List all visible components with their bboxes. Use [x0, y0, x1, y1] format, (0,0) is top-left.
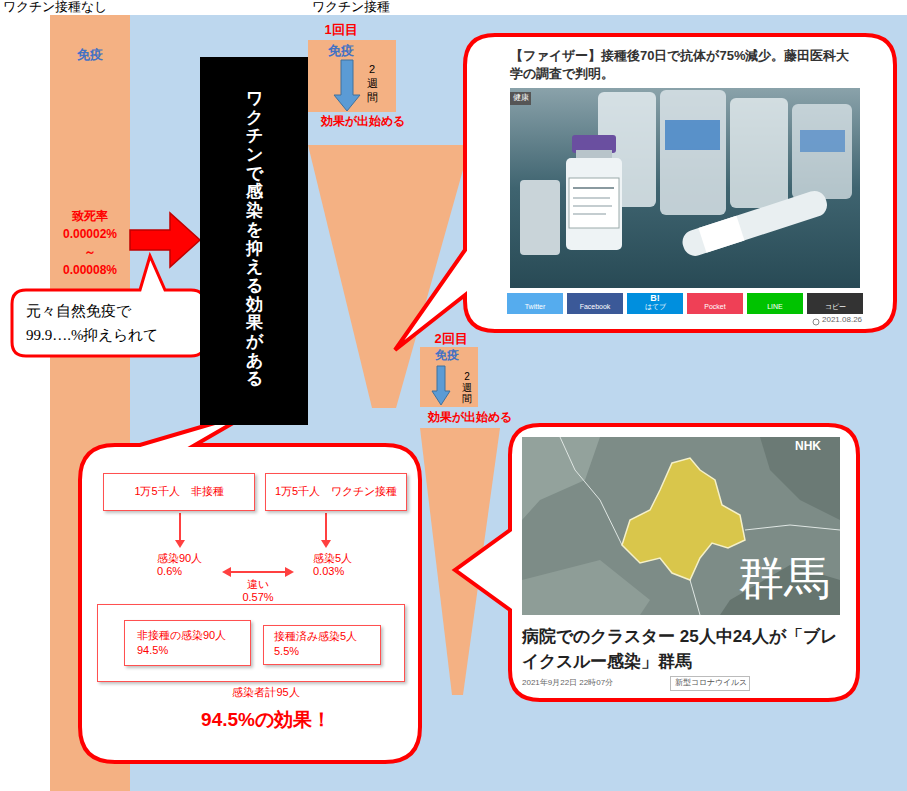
share-button: コピー	[807, 293, 863, 314]
down-arrow	[334, 60, 360, 111]
news-headline: 病院でのクラスター 25人中24人が「ブレイクスルー感染」群馬	[522, 624, 844, 674]
button-label: LINE	[767, 303, 783, 311]
period-text: 2 週 間	[366, 62, 378, 104]
column-heading: ワクチン接種	[312, 0, 390, 15]
vertical-text: ワクチンで感染を抑える効果がある	[246, 90, 263, 389]
dose-heading: 2回目	[434, 331, 467, 347]
callout-outline	[395, 35, 895, 350]
leader-arrows	[175, 513, 331, 577]
map-label: 群馬	[738, 553, 830, 604]
share-button: Pocket	[687, 293, 743, 314]
share-button: Twitter	[507, 293, 563, 314]
group-box: 1万5千人 ワクチン接種	[265, 473, 407, 511]
stat-text: 感染5人 0.03%	[313, 552, 354, 578]
news-date: 2021.08.26	[822, 315, 862, 325]
callout-bubble: 元々自然免疫で 99.9….%抑えられて	[12, 290, 205, 356]
stat-text: 感染90人 0.6%	[157, 552, 204, 578]
button-label: Pocket	[704, 303, 725, 311]
box-text: 非接種の感染90人 94.5%	[137, 628, 228, 658]
watermark: NHK	[795, 439, 821, 453]
button-icon: B!	[650, 293, 660, 304]
block-arrow	[130, 213, 200, 267]
news-callout: 健康 Twitter Facebook B!はてブ Pocket LINE コピー 【ファイザ…	[465, 35, 895, 331]
box-text: 1万5千人 ワクチン接種	[275, 485, 397, 498]
immunity-label: 免疫	[77, 47, 103, 63]
fatality-rate: 致死率 0.00002% ～ 0.00008%	[62, 207, 118, 279]
button-label: Facebook	[580, 303, 611, 311]
category-tag: 新型コロナウイルス	[670, 676, 750, 691]
news-callout: 新型コロナウイルス NHK 群馬病院でのクラスター 25人中24人が「ブレイクスルー…	[510, 425, 858, 700]
share-button: LINE	[747, 293, 803, 314]
callout-outline	[80, 412, 420, 762]
gunma-map	[522, 437, 840, 615]
callout-outline	[455, 425, 858, 700]
onset-note: 効果が出始める	[428, 410, 512, 424]
tag-text: 健康	[513, 93, 529, 103]
black-banner: ワクチンで感染を抑える効果がある	[200, 57, 308, 425]
immunity-box-fill	[308, 40, 396, 112]
button-label: はてブ	[645, 303, 666, 311]
column-heading: ワクチン接種なし	[3, 0, 107, 15]
difference-text: 違い 0.57%	[242, 578, 275, 604]
share-box: 接種済み感染5人 5.5%	[263, 625, 381, 665]
vial-photo	[510, 88, 860, 288]
clock-icon	[813, 319, 819, 325]
share-button: B!はてブ	[627, 293, 683, 314]
period-text: 2 週 間	[462, 371, 473, 404]
news-date: 2021年9月22日 22時07分	[522, 678, 613, 688]
category-tag: 健康	[510, 92, 531, 105]
button-label: Twitter	[525, 303, 546, 311]
dose-heading: 1回目	[324, 22, 357, 38]
onset-note: 効果が出始める	[321, 114, 405, 128]
total-box: 非接種の感染90人 94.5%接種済み感染5人 5.5%感染者計95人	[97, 604, 405, 682]
box-text: 1万5千人 非接種	[134, 485, 223, 498]
immunity-label: 免疫	[328, 43, 354, 59]
salmon-band: 免疫致死率 0.00002% ～ 0.00008%	[50, 15, 130, 791]
share-button: Facebook	[567, 293, 623, 314]
group-box: 1万5千人 非接種	[103, 473, 255, 511]
total-text: 感染者計95人	[232, 686, 299, 699]
down-arrow	[432, 366, 450, 405]
news-headline: 【ファイザー】接種後70日で抗体が75%減少。藤田医科大学の調査で判明。	[510, 47, 860, 83]
immunity-label: 免疫	[435, 348, 459, 362]
box-text: 接種済み感染5人 5.5%	[274, 629, 359, 659]
stats-callout: 1万5千人 非接種 1万5千人 ワクチン接種非接種の感染90人 94.5% 接種済み…	[80, 445, 420, 762]
share-box: 非接種の感染90人 94.5%	[124, 620, 251, 666]
blue-ground	[50, 15, 907, 791]
immunity-box-fill	[420, 347, 478, 407]
tag-text: 新型コロナウイルス	[675, 678, 747, 688]
immunity-box: 2回目免疫2 週 間	[420, 347, 478, 407]
callout-text: 元々自然免疫で 99.9….%抑えられて	[26, 299, 160, 347]
button-label: コピー	[825, 303, 846, 311]
effect-text: 94.5%の効果！	[201, 709, 331, 732]
immunity-box: 1回目免疫2 週 間	[308, 40, 396, 112]
